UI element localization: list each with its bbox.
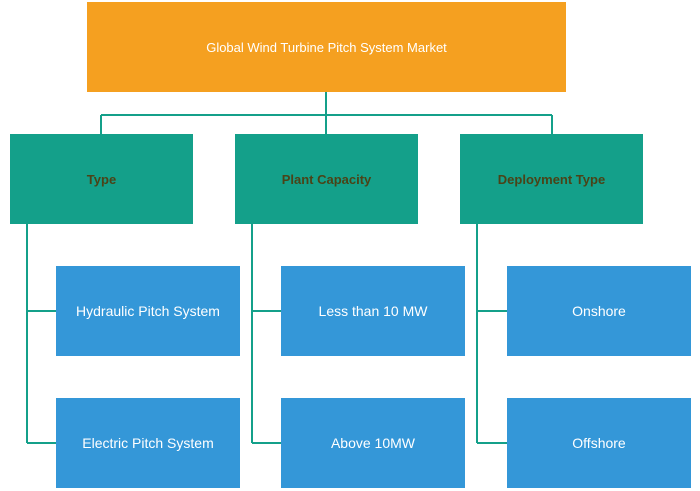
category-plant-capacity-label: Plant Capacity [281,171,372,187]
leaf-electric-pitch-system: Electric Pitch System [56,398,240,488]
leaf-hydraulic-pitch-system: Hydraulic Pitch System [56,266,240,356]
root-node: Global Wind Turbine Pitch System Market [87,2,566,92]
category-deployment-type: Deployment Type [460,134,643,224]
root-label: Global Wind Turbine Pitch System Market [206,39,447,55]
leaf-above-10mw: Above 10MW [281,398,465,488]
leaf-label: Above 10MW [330,435,416,451]
leaf-label: Onshore [572,303,626,319]
leaf-less-than-10-mw: Less than 10 MW [281,266,465,356]
category-plant-capacity: Plant Capacity [235,134,418,224]
leaf-label: Offshore [572,435,626,451]
leaf-label: Hydraulic Pitch System [76,303,220,319]
category-type: Type [10,134,193,224]
category-deployment-type-label: Deployment Type [497,171,606,187]
leaf-label: Electric Pitch System [82,435,214,451]
leaf-onshore: Onshore [507,266,691,356]
category-type-label: Type [86,171,117,187]
leaf-label: Less than 10 MW [318,303,428,319]
leaf-offshore: Offshore [507,398,691,488]
